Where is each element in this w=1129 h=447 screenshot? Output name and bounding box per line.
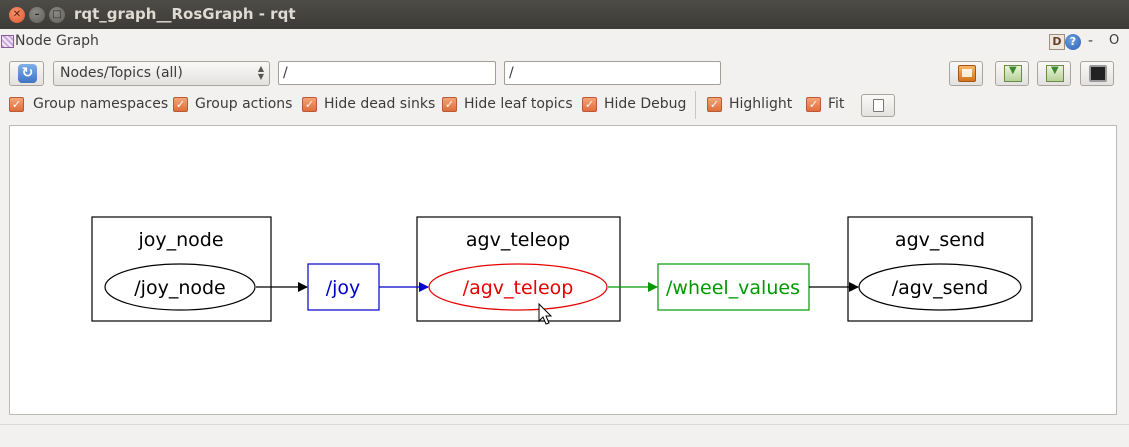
dock-toggle-button[interactable]: D xyxy=(1049,34,1065,50)
refresh-icon: ↻ xyxy=(18,64,37,83)
fit-view-icon xyxy=(873,99,884,112)
screenshot-button[interactable] xyxy=(1080,61,1114,86)
save-dot-icon xyxy=(1004,65,1022,82)
maximize-window-button[interactable]: □ xyxy=(49,7,65,23)
namespace-label-agv-teleop: agv_teleop xyxy=(466,229,570,251)
hide-dead-sinks-label: Hide dead sinks xyxy=(324,96,436,112)
group-namespaces-label: Group namespaces xyxy=(33,96,169,112)
load-dot-button[interactable] xyxy=(949,61,983,86)
node-agv-send[interactable] xyxy=(858,263,1022,311)
minimize-plugin-button[interactable]: - xyxy=(1088,33,1094,49)
minimize-window-button[interactable]: – xyxy=(29,7,45,23)
status-bar xyxy=(0,424,1129,447)
hide-debug-label: Hide Debug xyxy=(604,96,687,112)
namespace-filter-input[interactable] xyxy=(278,61,496,85)
graph-type-dropdown[interactable]: Nodes/Topics (all) ▲▼ xyxy=(53,61,270,86)
highlight-label: Highlight xyxy=(729,96,793,112)
close-window-button[interactable]: ✕ xyxy=(9,7,25,23)
fit-checkbox[interactable]: ✓ xyxy=(806,97,821,112)
node-graph-icon xyxy=(1,35,14,48)
refresh-button[interactable]: ↻ xyxy=(9,61,44,86)
window-title: rqt_graph__RosGraph - rqt xyxy=(74,5,296,23)
ros-graph: joy_node agv_teleop agv_send /joy_node /… xyxy=(91,216,1033,325)
hide-leaf-topics-label: Hide leaf topics xyxy=(464,96,573,112)
namespace-box-joy-node xyxy=(91,216,272,322)
save-dot-button[interactable] xyxy=(995,61,1029,86)
window-titlebar: ✕ – □ rqt_graph__RosGraph - rqt xyxy=(0,0,1129,29)
node-label-joy-node: /joy_node xyxy=(134,277,225,299)
plugin-title: Node Graph xyxy=(15,33,99,49)
mouse-cursor-icon xyxy=(538,302,553,325)
toolbar-separator xyxy=(695,91,696,119)
hide-leaf-topics-checkbox[interactable]: ✓ xyxy=(442,97,457,112)
group-namespaces-checkbox[interactable]: ✓ xyxy=(9,97,24,112)
fit-in-view-button[interactable] xyxy=(861,94,895,117)
group-actions-checkbox[interactable]: ✓ xyxy=(173,97,188,112)
topic-joy[interactable] xyxy=(307,263,380,311)
topic-wheel-values[interactable] xyxy=(657,263,810,311)
help-button[interactable]: ? xyxy=(1065,34,1081,50)
topic-label-wheel-values: /wheel_values xyxy=(666,277,800,299)
topic-label-joy: /joy xyxy=(326,277,361,299)
node-joy-node[interactable] xyxy=(104,263,256,311)
node-agv-teleop[interactable] xyxy=(428,263,608,311)
folder-open-icon xyxy=(958,65,976,82)
namespace-box-agv-send xyxy=(847,216,1033,322)
hide-debug-checkbox[interactable]: ✓ xyxy=(582,97,597,112)
node-label-agv-send: /agv_send xyxy=(892,277,989,299)
close-plugin-button[interactable]: O xyxy=(1109,33,1120,48)
highlight-checkbox[interactable]: ✓ xyxy=(707,97,722,112)
screenshot-icon xyxy=(1089,65,1107,82)
namespace-box-agv-teleop xyxy=(416,216,621,322)
graph-type-value: Nodes/Topics (all) xyxy=(60,65,183,81)
graph-canvas[interactable]: joy_node agv_teleop agv_send /joy_node /… xyxy=(9,125,1117,415)
fit-label: Fit xyxy=(828,96,845,112)
combo-arrows-icon: ▲▼ xyxy=(257,64,264,81)
namespace-label-joy-node: joy_node xyxy=(137,229,223,251)
namespace-label-agv-send: agv_send xyxy=(895,229,985,251)
node-label-agv-teleop: /agv_teleop xyxy=(463,277,574,299)
save-image-button[interactable] xyxy=(1037,61,1071,86)
hide-dead-sinks-checkbox[interactable]: ✓ xyxy=(302,97,317,112)
group-actions-label: Group actions xyxy=(195,96,293,112)
topic-filter-input[interactable] xyxy=(504,61,721,85)
plugin-header: Node Graph D ? - O xyxy=(0,31,1129,53)
save-image-icon xyxy=(1046,65,1064,82)
